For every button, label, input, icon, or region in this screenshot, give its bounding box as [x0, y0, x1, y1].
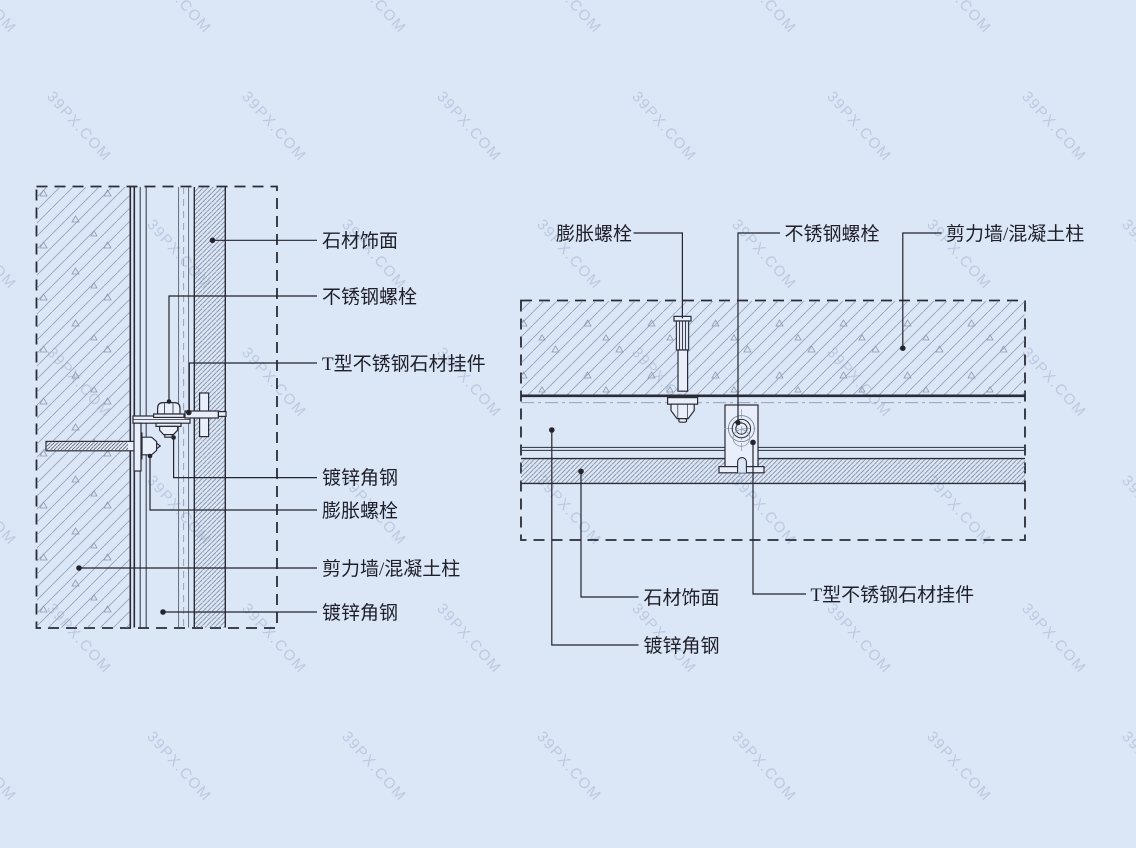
expansion-bolt-tip	[156, 441, 162, 451]
label-shear-wall: 剪力墙/混凝土柱	[322, 558, 460, 580]
right-concrete-wall	[521, 301, 1025, 404]
label-t-hanger: T型不锈钢石材挂件	[322, 353, 486, 375]
leader-t-hanger	[752, 442, 806, 595]
left-section-detail: 石材饰面 不锈钢螺栓 T型不锈钢石材挂件 镀锌角钢 膨胀螺栓 剪力墙/混凝土柱 …	[35, 185, 486, 629]
left-anchor-assembly	[45, 392, 227, 472]
label-t-hanger: T型不锈钢石材挂件	[811, 584, 975, 606]
label-expansion-bolt: 膨胀螺栓	[556, 223, 632, 245]
bolt-tip	[678, 418, 688, 423]
label-stainless-bolt: 不锈钢螺栓	[785, 223, 880, 245]
left-stone-panel	[193, 187, 227, 628]
left-dashed-boundary	[35, 185, 278, 629]
right-section-detail: 膨胀螺栓 不锈钢螺栓 剪力墙/混凝土柱 石材饰面 T型不锈钢石材挂件 镀锌角钢	[520, 223, 1084, 657]
leader-galvanized-angle-upper	[173, 437, 317, 479]
leader-stone-veneer	[580, 471, 639, 598]
right-angle-steel	[521, 446, 1025, 451]
left-leader-lines	[76, 237, 317, 615]
right-expansion-bolt	[666, 315, 699, 423]
slot-circle	[732, 429, 751, 447]
right-t-hanger	[718, 404, 765, 474]
label-galvanized-angle: 镀锌角钢	[644, 635, 720, 657]
label-expansion-bolt: 膨胀螺栓	[322, 500, 398, 522]
label-galvanized-angle-upper: 镀锌角钢	[322, 467, 398, 489]
leader-t-hanger	[188, 362, 317, 412]
left-concrete-wall	[37, 187, 136, 628]
label-stainless-bolt: 不锈钢螺栓	[322, 286, 417, 308]
right-labels: 膨胀螺栓 不锈钢螺栓 剪力墙/混凝土柱 石材饰面 T型不锈钢石材挂件 镀锌角钢	[556, 223, 1084, 657]
bolt-head-circle	[731, 418, 752, 439]
leader-expansion-bolt	[633, 232, 683, 319]
label-stone-veneer: 石材饰面	[644, 587, 720, 609]
right-dashed-boundary	[520, 299, 1026, 541]
expansion-bolt-nut	[141, 436, 158, 456]
leader-shear-wall	[902, 232, 942, 347]
t-hanger-left	[184, 392, 227, 438]
angle-steel-vertical-leg	[133, 422, 142, 472]
bolt-nut	[670, 403, 695, 420]
bolt-washer	[666, 397, 699, 405]
leader-stainless-bolt	[737, 232, 780, 422]
stone-joint-gap	[217, 411, 227, 418]
bolt-hole-outer-circle	[727, 415, 755, 443]
leader-expansion-bolt	[149, 456, 317, 511]
bolt-shaft	[677, 349, 689, 392]
left-labels: 石材饰面 不锈钢螺栓 T型不锈钢石材挂件 镀锌角钢 膨胀螺栓 剪力墙/混凝土柱 …	[322, 230, 486, 624]
leader-galvanized-angle	[551, 430, 639, 646]
label-shear-wall: 剪力墙/混凝土柱	[946, 223, 1084, 245]
label-stone-veneer: 石材饰面	[322, 230, 398, 252]
left-vertical-angle-steel	[139, 187, 147, 628]
leader-stainless-bolt	[168, 295, 317, 402]
stainless-bolt-bottom	[155, 422, 182, 438]
stainless-bolt-top	[153, 402, 185, 419]
bolt-shank-circle	[735, 422, 748, 435]
t-hanger-notch	[737, 457, 747, 473]
right-leader-lines	[549, 232, 942, 646]
label-galvanized-angle-lower: 镀锌角钢	[322, 602, 398, 624]
right-stone-panel	[521, 457, 1025, 485]
